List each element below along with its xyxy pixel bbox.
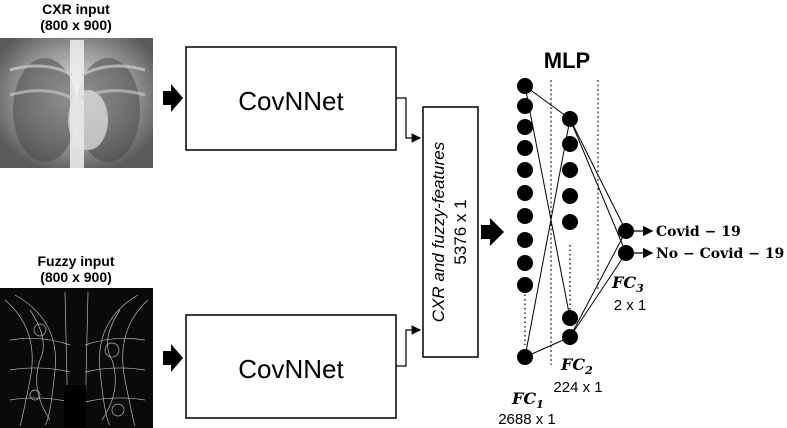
fc1-label: FC1 bbox=[511, 389, 544, 411]
cnn-label-bottom: CovNNet bbox=[238, 354, 344, 384]
fc3-size: 2 x 1 bbox=[614, 297, 647, 314]
fc1-size: 2688 x 1 bbox=[498, 411, 556, 428]
fc1-nodes bbox=[517, 78, 533, 365]
fuzzy-input-title: Fuzzy input bbox=[38, 253, 115, 269]
fc2-label: FC2 bbox=[560, 355, 593, 377]
fc1-node bbox=[517, 162, 533, 178]
fc1-node bbox=[517, 98, 533, 114]
output-label-no-covid: No − Covid − 19 bbox=[656, 246, 784, 262]
fc1-node bbox=[517, 119, 533, 135]
fc2-size: 224 x 1 bbox=[553, 379, 602, 396]
cxr-input-title: CXR input bbox=[42, 1, 110, 17]
mlp-title: MLP bbox=[544, 48, 590, 73]
fc3-nodes bbox=[618, 223, 634, 261]
fc2-node bbox=[562, 310, 578, 326]
fc1-node bbox=[517, 78, 533, 94]
cxr-image bbox=[0, 38, 153, 168]
fc1-node bbox=[517, 277, 533, 293]
fuzzy-input-size: (800 x 900) bbox=[40, 269, 112, 285]
cxr-input-size: (800 x 900) bbox=[40, 17, 112, 33]
fc1-node bbox=[517, 185, 533, 201]
fc1-node bbox=[517, 232, 533, 248]
fc3-label: FC3 bbox=[611, 273, 644, 295]
cnn-block-bottom bbox=[185, 314, 397, 419]
cnn-label-top: CovNNet bbox=[238, 86, 344, 116]
fc1-node bbox=[517, 349, 533, 365]
features-title: CXR and fuzzy-features bbox=[429, 141, 448, 322]
input-arrow-bottom bbox=[163, 344, 183, 372]
fc1-node bbox=[517, 140, 533, 156]
fc2-node bbox=[562, 329, 578, 345]
fc3-node-covid bbox=[618, 223, 634, 239]
input-arrow-top bbox=[163, 84, 183, 112]
output-label-covid: Covid − 19 bbox=[656, 224, 741, 240]
connector-bottom bbox=[396, 325, 422, 367]
fuzzy-image bbox=[0, 288, 153, 428]
features-size: 5376 x 1 bbox=[451, 199, 470, 264]
fc1-node bbox=[517, 208, 533, 224]
fc2-node bbox=[562, 162, 578, 178]
features-arrow bbox=[481, 218, 504, 246]
fc3-node-no-covid bbox=[618, 245, 634, 261]
fc2-nodes bbox=[562, 111, 578, 345]
cnn-block-top bbox=[185, 46, 397, 151]
connector-top bbox=[396, 97, 422, 143]
fc1-node bbox=[517, 255, 533, 271]
fc2-node bbox=[562, 136, 578, 152]
fc2-node bbox=[562, 214, 578, 230]
features-block bbox=[422, 106, 479, 358]
fc2-node bbox=[562, 111, 578, 127]
fc2-node bbox=[562, 188, 578, 204]
